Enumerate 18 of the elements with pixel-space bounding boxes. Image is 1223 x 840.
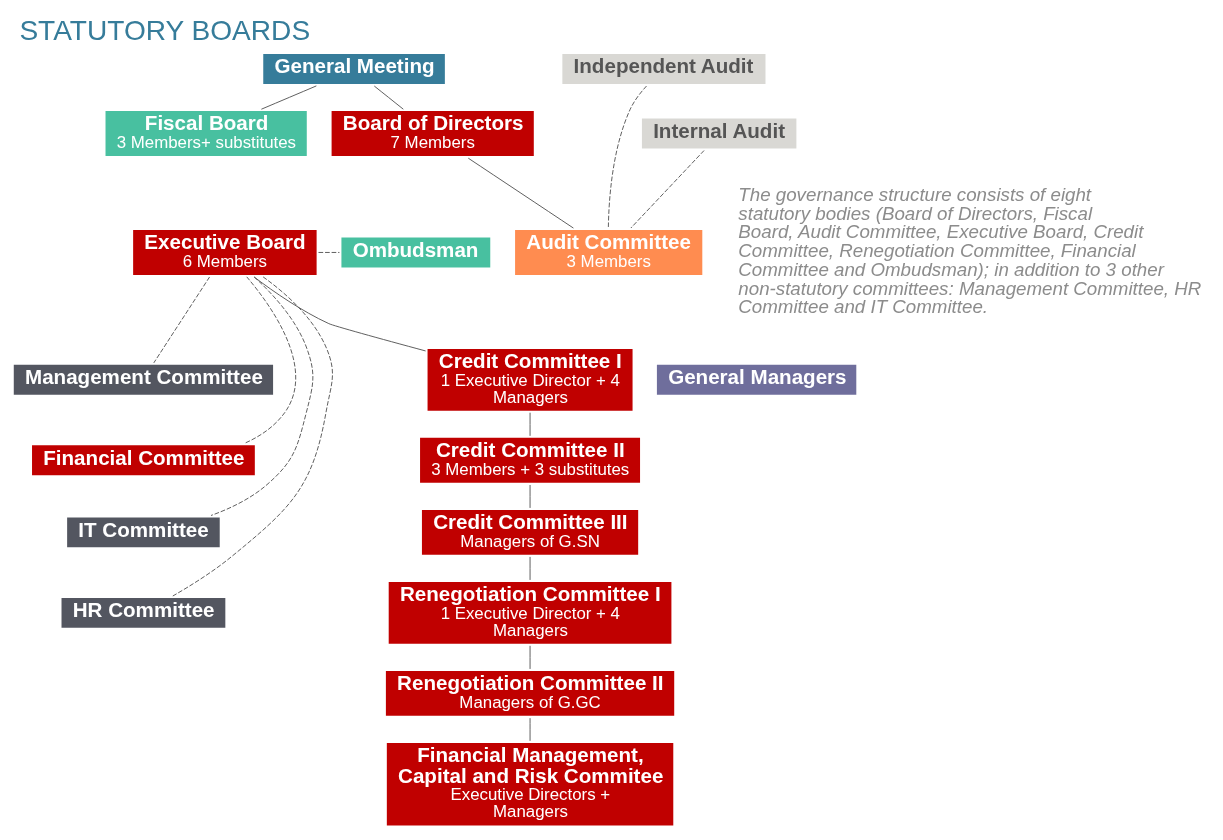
connector [210,276,314,516]
connector [153,276,211,363]
caption: The governance structure consists of eight statutory bodies (Board of Directors, Fiscal Board, Audit Committee, Executive Board, Credit Committee, Renegotiation Committee, Financial Committee and Ombudsman); in addition to 3 other non-statutory committees: Management Committee, HR Committee and IT Committee. [738,183,1202,317]
connector [467,157,574,229]
connector [318,251,340,253]
diagram-title: STATUTORY BOARDS [19,14,311,46]
connector [529,644,531,669]
connector [373,85,404,110]
connector [529,555,531,580]
connector [529,411,531,436]
connector [529,484,531,508]
connector [244,275,297,444]
connector [529,717,531,741]
connector [607,85,647,228]
connector [630,149,705,228]
connector [260,84,317,110]
connector [172,275,333,596]
connector [253,276,427,351]
